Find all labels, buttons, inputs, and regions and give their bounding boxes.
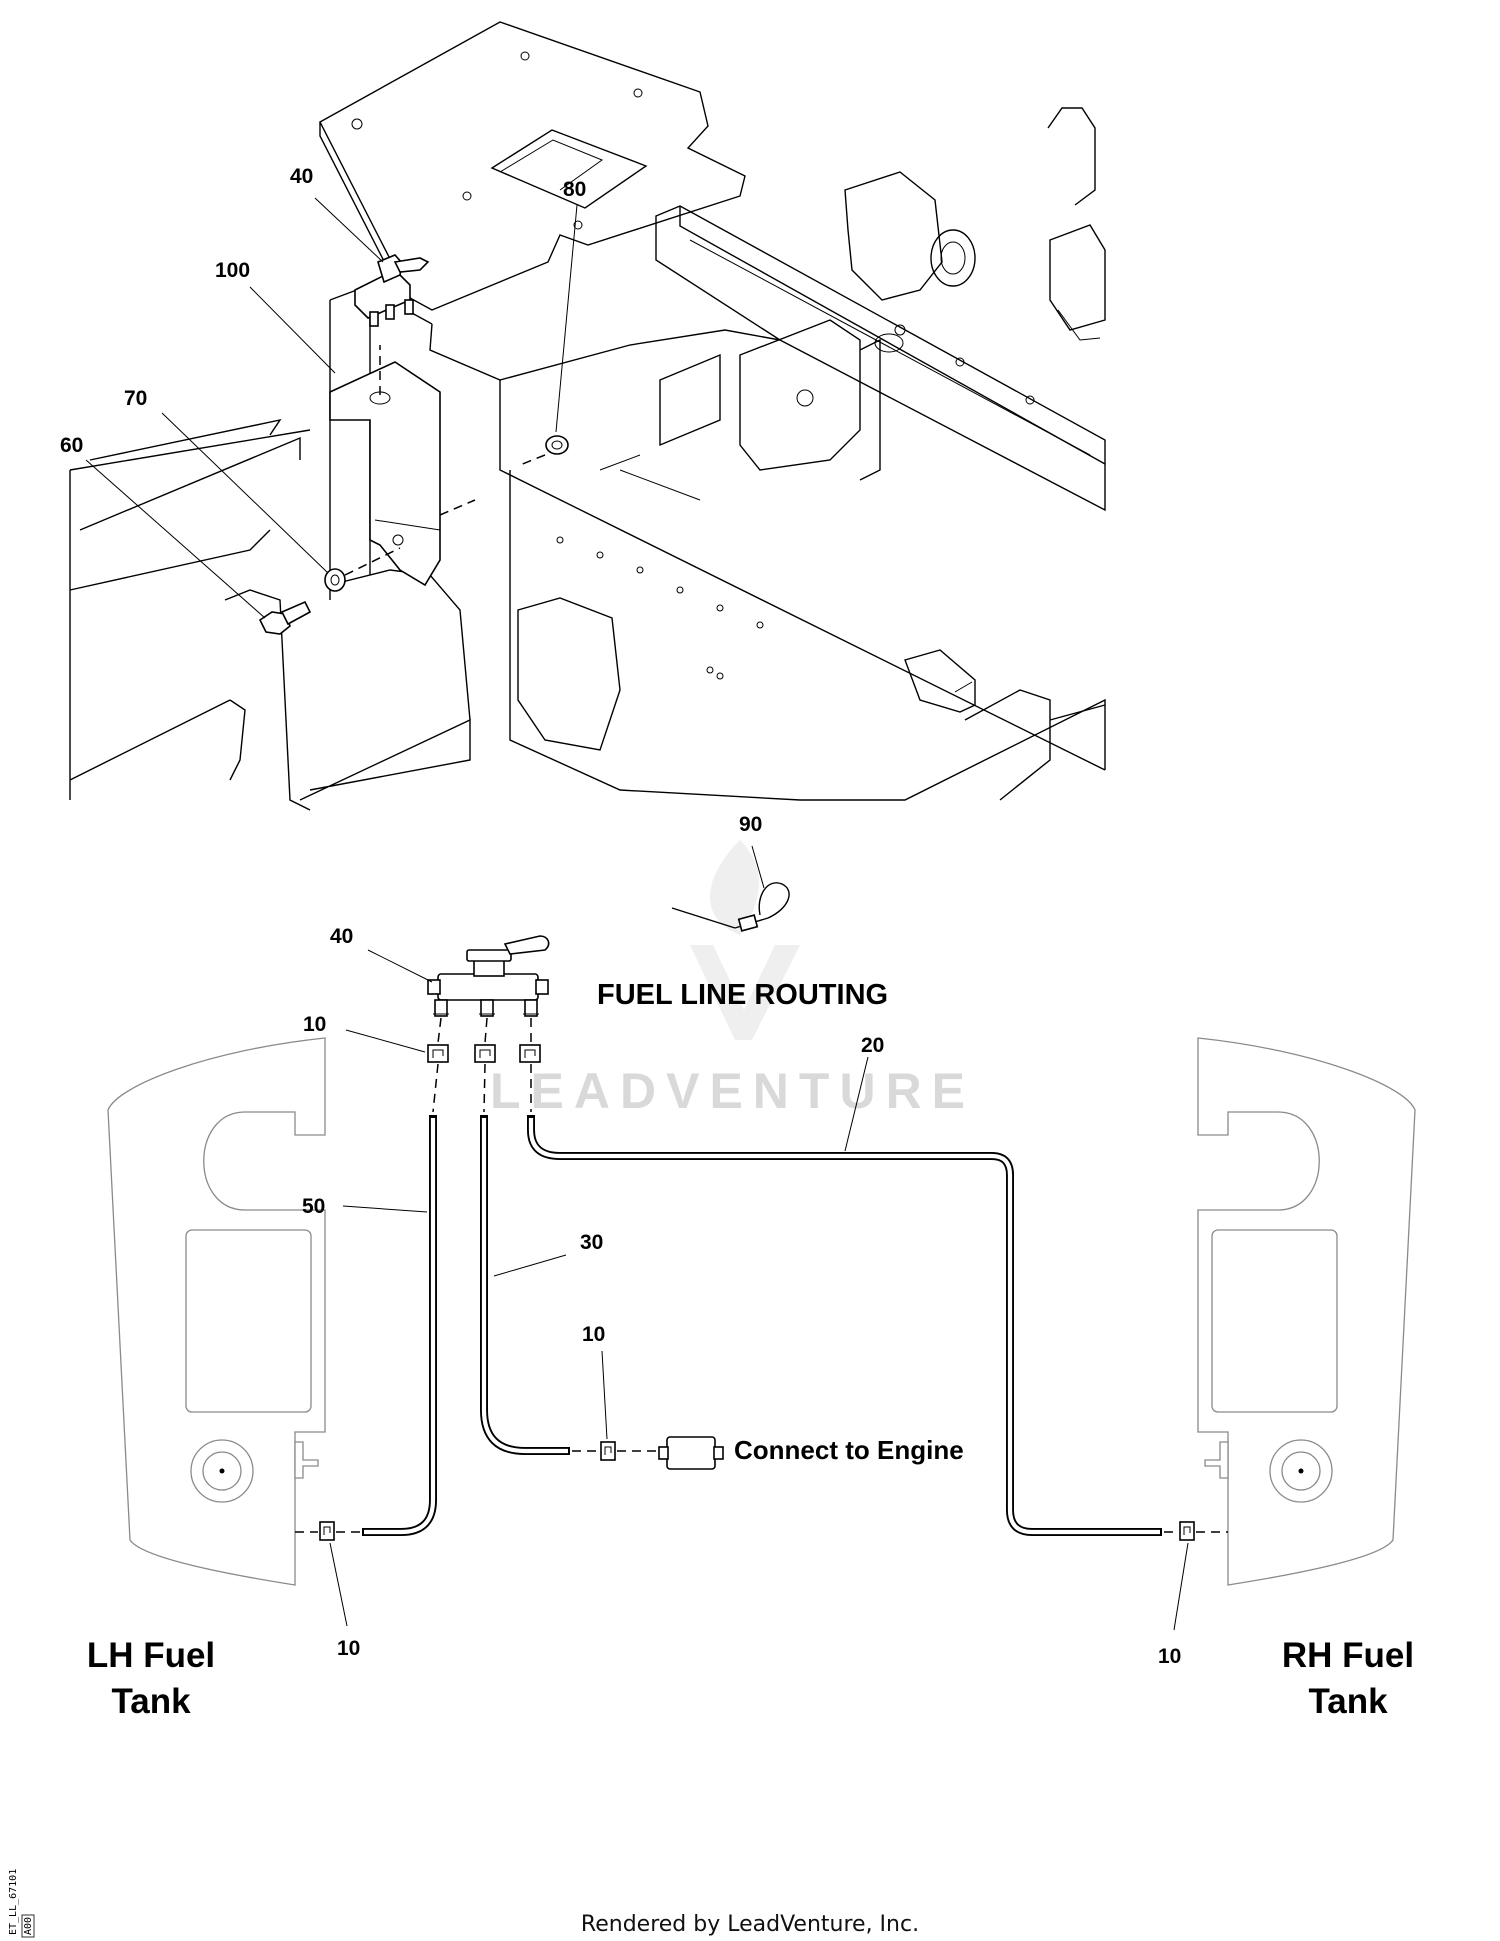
- leader-10-engine: [601, 1350, 608, 1440]
- lh-fuel-tank: [107, 1037, 326, 1586]
- washer-70: [324, 568, 346, 592]
- leader-10-valve: [345, 1029, 426, 1053]
- rh-tank-label-line1: RH Fuel: [1282, 1636, 1414, 1675]
- bolt-60: [258, 600, 312, 635]
- callout-100: 100: [215, 259, 250, 282]
- fuel-hose-20: [527, 1115, 1162, 1536]
- fuel-shutoff-valve-40: [427, 935, 550, 1017]
- lh-tank-label-line2: Tank: [111, 1682, 191, 1721]
- leader-30: [493, 1254, 567, 1277]
- fuel-shutoff-valve-top: [354, 254, 430, 327]
- dash-mid-valve: [483, 1017, 488, 1113]
- footer-credit: Rendered by LeadVenture, Inc.: [581, 1912, 919, 1937]
- cable-tie-90: [671, 845, 790, 932]
- callout-10-lh: 10: [337, 1637, 360, 1660]
- lh-tank-connection: [295, 1521, 360, 1541]
- callout-90: 90: [739, 813, 762, 836]
- fuel-hose-30: [480, 1115, 570, 1455]
- revision-label: A00: [23, 1917, 34, 1935]
- engine-connection: [572, 1436, 724, 1470]
- hose-clamps-at-valve: [427, 1044, 541, 1063]
- callout-30: 30: [580, 1231, 603, 1254]
- leader-10-rh: [1173, 1542, 1189, 1631]
- rh-tank-connection: [1164, 1521, 1228, 1541]
- engine-connection-label: Connect to Engine: [734, 1435, 964, 1465]
- bushing-80: [519, 435, 569, 466]
- rh-fuel-tank: [1197, 1037, 1416, 1586]
- callout-10-engine: 10: [582, 1323, 605, 1346]
- callout-40-top: 40: [290, 165, 313, 188]
- callout-20: 20: [861, 1034, 884, 1057]
- leader-10-lh: [329, 1542, 348, 1627]
- rh-tank-label-line2: Tank: [1308, 1682, 1388, 1721]
- callout-50: 50: [302, 1195, 325, 1218]
- leader-20: [844, 1056, 869, 1152]
- watermark-logo-icon: [690, 840, 800, 1040]
- callout-40-bottom: 40: [330, 925, 353, 948]
- diagram-title: FUEL LINE ROUTING: [597, 979, 888, 1011]
- dash-left-valve: [432, 1017, 442, 1113]
- top-leader-lines: [85, 197, 578, 619]
- leader-40-bottom: [367, 949, 433, 983]
- watermark-text: LEADVENTURE: [490, 1063, 975, 1119]
- callout-10-valve: 10: [303, 1013, 326, 1036]
- lh-tank-label-line1: LH Fuel: [87, 1636, 215, 1675]
- callout-70: 70: [124, 387, 147, 410]
- fuel-hose-50: [362, 1115, 437, 1536]
- watermark: LEADVENTURE: [490, 840, 975, 1119]
- revision-box: A00: [21, 1914, 35, 1938]
- callout-60: 60: [60, 434, 83, 457]
- image-id-label: ET_LL_67101: [8, 1869, 19, 1935]
- callout-10-rh: 10: [1158, 1645, 1181, 1668]
- callout-80: 80: [563, 178, 586, 201]
- frame-assembly-drawing: [69, 21, 1106, 811]
- leader-50: [342, 1205, 428, 1213]
